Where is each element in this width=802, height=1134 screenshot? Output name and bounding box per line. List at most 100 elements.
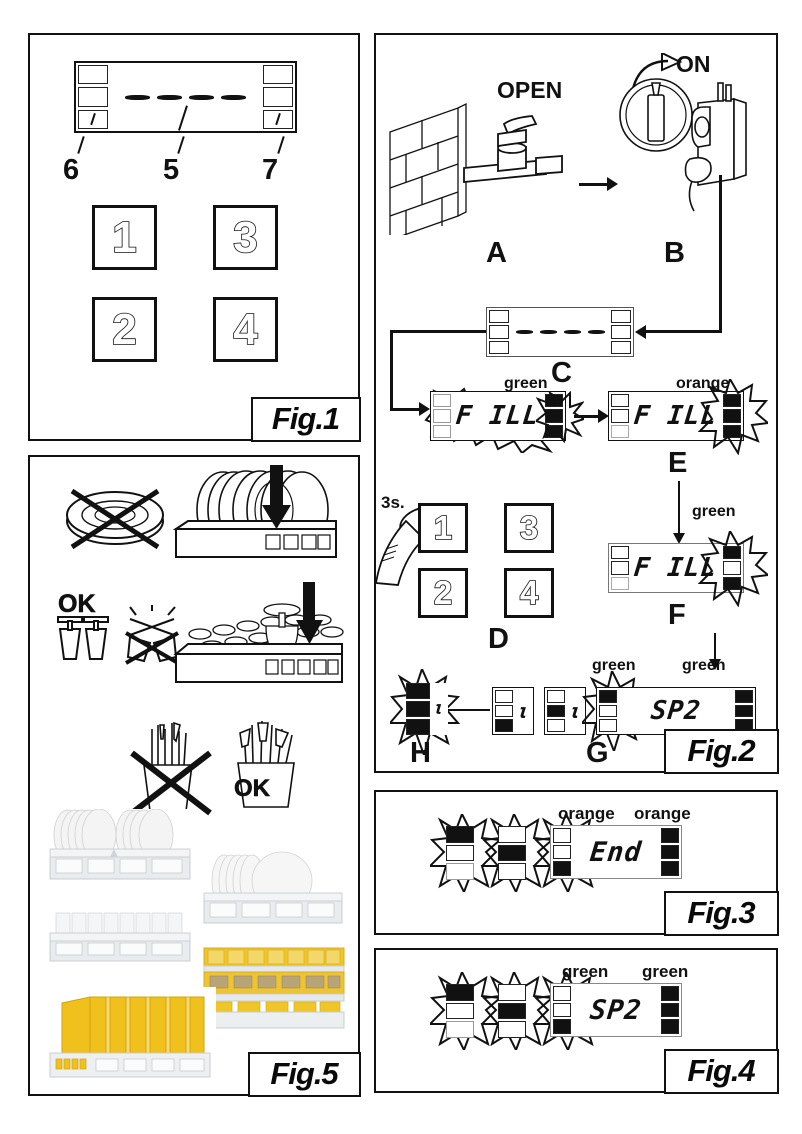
display-left-indicators	[493, 688, 515, 734]
dash-segment	[515, 330, 533, 334]
fig1-label: Fig.1	[250, 396, 361, 442]
ok-label-glasses: OK	[58, 590, 96, 619]
fig1-key-4[interactable]: 4	[213, 297, 278, 362]
display-left-indicators	[609, 544, 631, 592]
dash-segment	[157, 94, 182, 100]
indicator-cell-slash	[263, 109, 293, 129]
display-text: End	[588, 836, 644, 868]
indicator-cell-on	[498, 1002, 526, 1020]
display-center	[511, 308, 609, 356]
fig2-step-F: F	[668, 599, 686, 631]
indicator-cell	[599, 719, 617, 732]
indicator-cell	[553, 828, 571, 843]
indicator-cell-on	[723, 409, 741, 423]
indicator-cell-on	[495, 719, 513, 732]
fig2-key-1[interactable]: 1	[418, 503, 468, 553]
arrow-e-to-f-head	[673, 533, 685, 544]
fig3-label: Fig.3	[663, 890, 779, 936]
arrow-d-to-e-head	[598, 409, 609, 423]
arrow-a-to-b-head	[607, 177, 618, 191]
display-text-partial: ι	[568, 699, 584, 723]
connector-c-d-horz	[390, 330, 486, 333]
connector-b-c-head	[635, 325, 646, 339]
display-left-indicators	[431, 392, 453, 440]
indicator-cell	[446, 1002, 474, 1020]
indicator-cell-slash	[78, 109, 108, 129]
fig2-key-3[interactable]: 3	[504, 503, 554, 553]
fig2-step-G: G	[586, 737, 609, 769]
indicator-cell-on	[661, 828, 679, 843]
dash-segment	[221, 94, 246, 100]
display-center: ι	[515, 688, 533, 734]
indicator-cell	[611, 310, 631, 324]
plate-rack-angled-photo	[198, 849, 348, 934]
fig5-panel: OK	[28, 455, 361, 1097]
indicator-cell	[489, 310, 509, 324]
fig1-key-3[interactable]: 3	[213, 205, 278, 270]
indicator-cell	[611, 325, 631, 339]
display-right-indicators	[721, 392, 743, 440]
indicator-cell	[611, 394, 629, 408]
fig2-step-D: D	[488, 623, 509, 655]
indicator-cell-on	[406, 683, 430, 700]
callout-number-6: 6	[63, 154, 80, 186]
indicator-cell	[498, 984, 526, 1001]
indicator-cell	[547, 719, 565, 732]
display-right-indicators	[609, 308, 633, 356]
key-label: 3	[232, 212, 258, 263]
indicator-cell-on	[446, 984, 474, 1001]
dash-segment	[563, 330, 581, 334]
tray-rack-yellow-photo	[198, 942, 350, 1037]
indicator-cell-on	[661, 861, 679, 876]
key-label: 1	[433, 508, 453, 547]
indicator-stack	[498, 826, 526, 880]
indicator-cell	[495, 690, 513, 703]
fig2-display-F: F ILL	[608, 543, 744, 593]
arrow-a-to-b-line	[579, 183, 609, 186]
arrow-f-to-g-line	[714, 633, 717, 663]
indicator-cell	[547, 690, 565, 703]
fig3-indicator-1	[446, 826, 474, 880]
key-label: 4	[519, 573, 539, 612]
indicator-cell	[489, 325, 509, 339]
water-tap-illustration	[386, 90, 576, 241]
indicator-stack	[446, 826, 474, 880]
indicator-cell-on	[735, 704, 753, 718]
fig1-key-1[interactable]: 1	[92, 205, 157, 270]
callout-leader-6	[77, 136, 85, 154]
glasses-upright-ok-icon	[54, 613, 112, 670]
fig3-label-orange-1: orange	[558, 804, 615, 823]
indicator-cell-on	[661, 844, 679, 860]
indicator-cell	[446, 863, 474, 880]
fig4-label-green-2: green	[642, 962, 689, 981]
display-left-indicators	[545, 688, 567, 734]
cutlery-basket-ok-icon	[220, 715, 312, 816]
fig2-display-E: F ILL	[608, 391, 744, 441]
fig2-step-A: A	[486, 237, 507, 269]
display-text: SP2	[649, 696, 703, 726]
indicator-cell	[498, 826, 526, 843]
display-center: F ILL	[453, 392, 543, 440]
key-label: 2	[433, 573, 453, 612]
indicator-cell-on	[553, 1019, 571, 1034]
indicator-cell-on	[723, 576, 741, 590]
display-center: ι	[430, 683, 448, 735]
fig2-label-hold-3s: 3s.	[381, 493, 405, 512]
indicator-cell-on	[498, 844, 526, 862]
fig2-key-2[interactable]: 2	[418, 568, 468, 618]
display-center: SP2	[573, 984, 659, 1036]
connector-c-d-head	[419, 402, 430, 416]
indicator-cell-on	[661, 1002, 679, 1018]
fig2-label-green-F: green	[692, 503, 736, 520]
indicator-stack	[498, 984, 526, 1038]
fig2-display-D: F ILL	[430, 391, 566, 441]
fig2-display-G-partial-2: ι	[544, 687, 586, 735]
fig1-key-2[interactable]: 2	[92, 297, 157, 362]
fig2-key-4[interactable]: 4	[504, 568, 554, 618]
indicator-cell-on	[545, 409, 563, 423]
indicator-cell	[446, 844, 474, 862]
indicator-cell	[553, 986, 571, 1001]
fig2-step-H: H	[410, 737, 431, 769]
indicator-cell-on	[547, 704, 565, 718]
connector-b-c-horz	[646, 330, 722, 333]
